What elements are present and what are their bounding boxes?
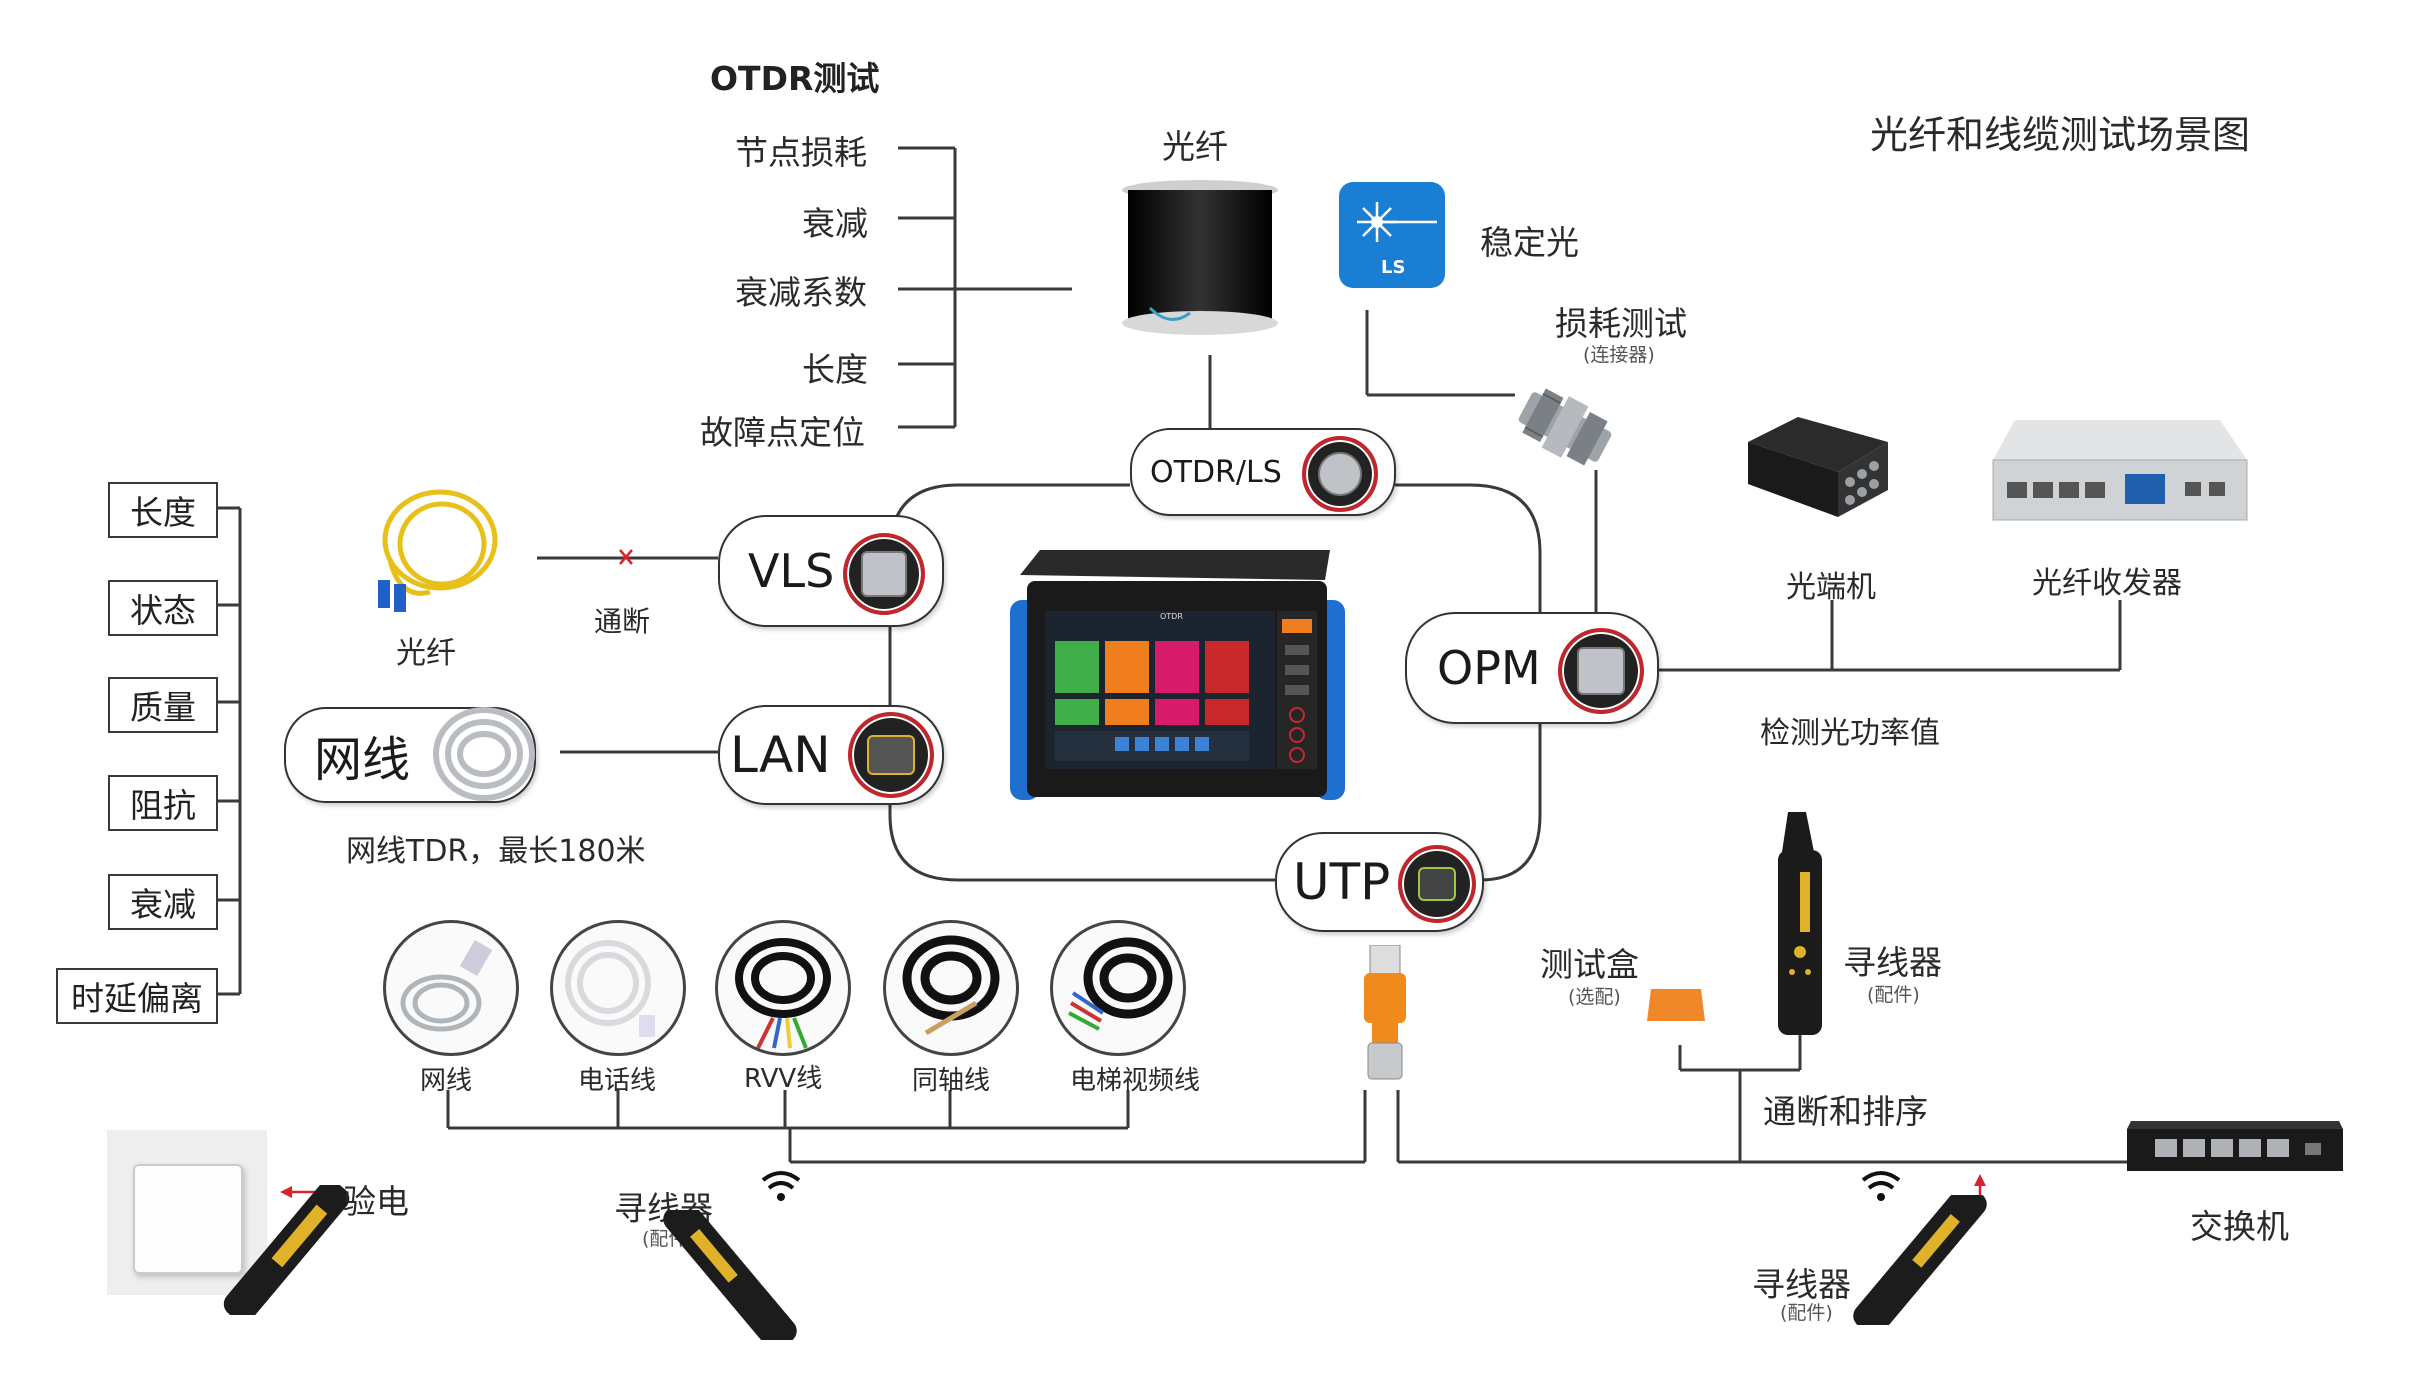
param-attenuation: 衰减 [108,874,218,930]
cable-thumb-coax [883,920,1019,1056]
param-delay-skew: 时延偏离 [56,968,218,1024]
otdr-item-fault-location: 故障点定位 [700,413,865,452]
wireless-signal-icon [761,1171,801,1201]
cable-thumb-network [383,920,519,1056]
lan-port-icon [848,712,934,798]
wireless-signal-icon-2 [1861,1171,1901,1201]
light-source-badge: LS [1381,257,1406,278]
elevator-cable-icon [1068,937,1173,1031]
utp-port-icon [1398,845,1476,923]
tracer-bottom-probe-icon [1853,1195,1987,1325]
module-lan-label: LAN [730,726,831,784]
lan-cable-label: 网线 [314,732,411,788]
module-otdr-ls-label: OTDR/LS [1150,454,1282,490]
tracer-bottom-note: (配件) [1780,1302,1833,1324]
coax-cable-icon [902,935,1000,1036]
cable-thumb-phone [550,920,686,1056]
network-cable-icon [433,707,535,801]
module-vls-label: VLS [748,544,835,598]
cable-label-coax: 同轴线 [912,1066,991,1096]
cable-label-network: 网线 [420,1066,473,1096]
voltage-pen-icon [223,1185,350,1315]
continuity-order-label: 通断和排序 [1763,1092,1928,1131]
page-title: 光纤和线缆测试场景图 [1870,113,2251,157]
tracer-right-note: (配件) [1867,984,1920,1006]
optical-terminal-label: 光端机 [1786,570,1876,605]
param-quality: 质量 [108,677,218,733]
cable-label-elevator: 电梯视频线 [1070,1066,1201,1096]
device-brand: OTDR [1160,612,1183,621]
light-source-icon [1339,182,1445,288]
optical-terminal-icon [1748,417,1888,517]
light-source-label: 稳定光 [1480,223,1579,262]
phone-cable-icon [565,940,655,1037]
switch-icon [2127,1121,2343,1171]
tracer-probe-icon [1778,812,1822,1035]
otdr-item-attenuation: 衰减 [802,204,868,243]
bnc-adapter-icon [1364,945,1406,1080]
cable-thumb-elevator [1050,920,1186,1056]
fiber-transceiver-label: 光纤收发器 [2032,566,2182,601]
otdr-item-attenuation-coef: 衰减系数 [735,273,867,312]
fiber-connector-icon [1518,388,1612,466]
loss-test-note: (连接器) [1583,344,1655,366]
otdr-port-icon [1302,436,1378,512]
fiber-spool-icon [1122,180,1278,335]
vls-port-icon [843,533,925,615]
module-utp-label: UTP [1293,853,1391,911]
lan-tdr-note: 网线TDR，最长180米 [346,834,646,869]
wall-socket [107,1130,267,1295]
loss-test-label: 损耗测试 [1555,304,1687,343]
tracer-bottom-label: 寻线器 [1752,1265,1851,1304]
test-box-icon [1647,989,1705,1021]
tracer-left-probe-icon [663,1210,797,1340]
fiber-transceiver-icon [1992,420,2248,521]
cable-label-phone: 电话线 [578,1066,657,1096]
tracer-right-label: 寻线器 [1843,943,1942,982]
optical-power-label: 检测光功率值 [1760,716,1940,751]
otdr-heading: OTDR测试 [710,59,880,98]
param-state: 状态 [108,580,218,636]
test-box-note: (选配) [1568,986,1621,1008]
param-impedance: 阻抗 [108,775,218,831]
vls-fiber-label: 光纤 [396,636,456,671]
fiber-spool-label: 光纤 [1162,127,1228,166]
voltage-label: 验电 [343,1182,409,1221]
module-opm-label: OPM [1437,641,1541,695]
tester-device [1010,550,1345,800]
otdr-item-node-loss: 节点损耗 [735,133,867,172]
patch-cord-icon [378,489,498,612]
network-cable-icon [400,940,493,1032]
switch-label: 交换机 [2190,1207,2289,1246]
socket-plate [133,1164,243,1274]
cable-label-rvv: RVV线 [744,1064,823,1094]
otdr-item-length: 长度 [802,350,868,389]
opm-port-icon [1558,628,1644,714]
test-box-label: 测试盒 [1540,945,1639,984]
rvv-cable-icon [735,938,831,1049]
continuity-label: 通断 [594,605,651,638]
cable-thumb-rvv [715,920,851,1056]
param-length: 长度 [108,482,218,538]
